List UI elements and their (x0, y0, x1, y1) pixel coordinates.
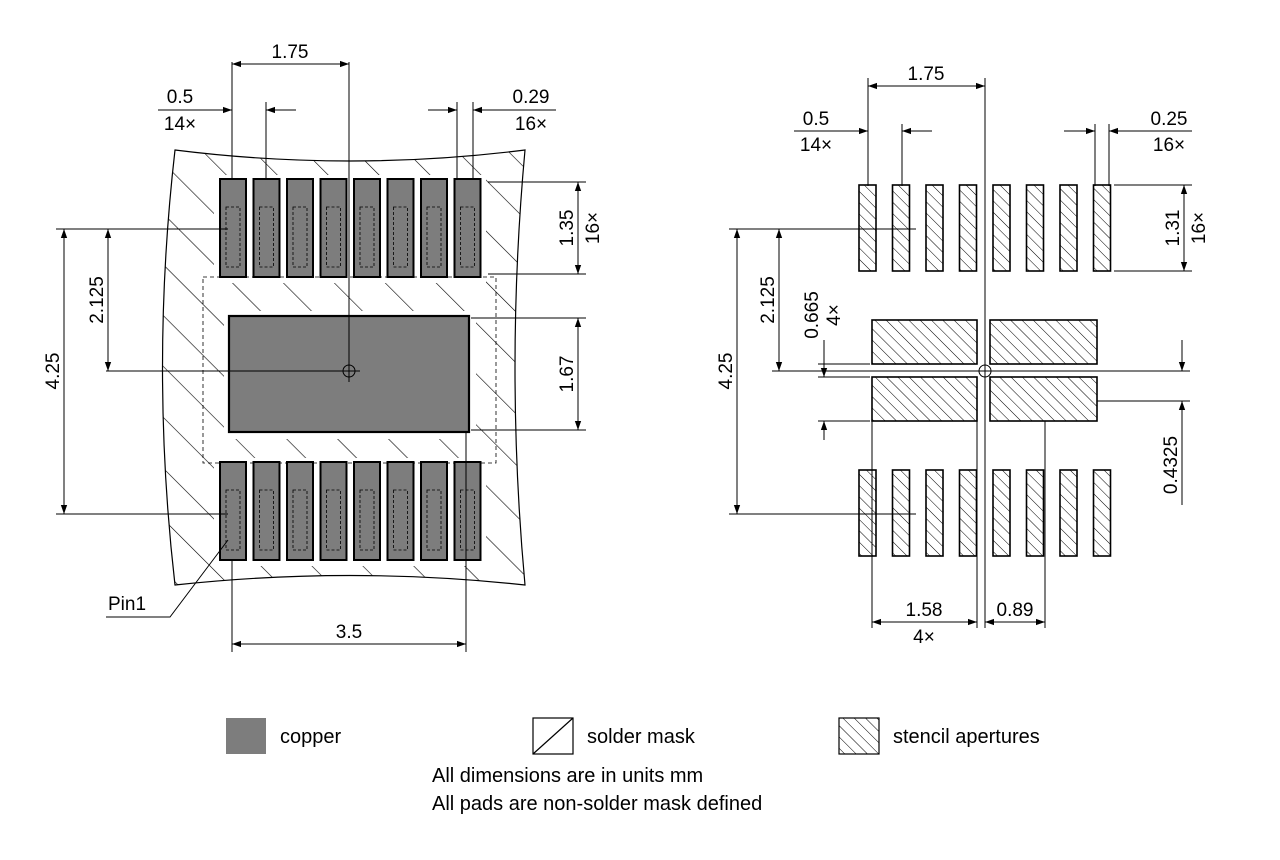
dim-offset-label: 0.89 (997, 600, 1034, 621)
note-units: All dimensions are in units mm (432, 765, 703, 787)
copper-pads-top (219, 178, 482, 278)
dim-pad-width-label: 0.5 (167, 87, 193, 108)
bottom-pad-inner-8 (460, 489, 475, 551)
dim-ep-height-label: 1.67 (557, 356, 578, 393)
top-aperture-7 (1059, 184, 1078, 272)
bottom-aperture-7 (1059, 469, 1078, 557)
bottom-aperture-8 (1092, 469, 1112, 557)
top-aperture-5 (992, 184, 1011, 272)
dim-pad-width-count: 14× (164, 114, 196, 135)
top-pad-7 (420, 178, 448, 278)
bottom-pad-inner-4 (326, 489, 341, 551)
stencil-apertures-top (858, 184, 1112, 272)
bottom-pad-3 (286, 461, 314, 561)
dim-ap-width2-label: 0.25 (1151, 109, 1188, 130)
bottom-pad-inner-5 (359, 489, 375, 551)
bottom-pad-2 (252, 461, 281, 561)
top-aperture-3 (925, 184, 944, 272)
dim-ep-ap-height-label: 0.665 (802, 291, 823, 339)
top-aperture-8 (1092, 184, 1112, 272)
ep-aperture-1 (871, 319, 978, 365)
center-crosshair (106, 62, 360, 382)
top-pad-inner-4 (326, 206, 341, 268)
bottom-aperture-4 (958, 469, 978, 557)
top-pad-inner-8 (460, 206, 475, 268)
top-pad-5 (353, 178, 381, 278)
dim-pad-length-label: 1.35 (557, 210, 578, 247)
bottom-pad-inner-3 (292, 489, 308, 551)
legend-copper-label: copper (280, 726, 341, 748)
dim-half-span-label-right: 2.125 (758, 276, 779, 324)
bottom-pad-7 (420, 461, 448, 561)
top-pad-inner-7 (426, 206, 442, 268)
dim-ap-length-count: 16× (1189, 212, 1210, 244)
copper-pads-bottom (219, 461, 482, 561)
top-aperture-1 (858, 184, 877, 272)
top-pad-6 (386, 178, 415, 278)
top-aperture-4 (958, 184, 978, 272)
bottom-aperture-5 (992, 469, 1011, 557)
dim-ap-width-label: 0.5 (803, 109, 829, 130)
legend-mask-label: solder mask (587, 726, 696, 748)
dim-half-span-label: 2.125 (87, 276, 108, 324)
pin1-label: Pin1 (108, 594, 146, 615)
bottom-pad-1 (219, 461, 247, 561)
top-pad-2 (252, 178, 281, 278)
dim-ap-width2-count: 16× (1153, 135, 1185, 156)
dim-ep-ap-height-count: 4× (824, 304, 845, 326)
legend-stencil-label: stencil apertures (893, 726, 1040, 748)
bottom-pad-5 (353, 461, 381, 561)
dim-mask-width-label: 0.29 (513, 87, 550, 108)
bottom-pad-4 (319, 461, 348, 561)
bottom-aperture-6 (1025, 469, 1045, 557)
bottom-aperture-2 (891, 469, 911, 557)
top-pad-inner-5 (359, 206, 375, 268)
center-crosshair-right (772, 78, 1190, 628)
dim-ap-width-count: 14× (800, 135, 832, 156)
top-pad-3 (286, 178, 314, 278)
note-nsmd: All pads are non-solder mask defined (432, 793, 762, 815)
top-aperture-6 (1025, 184, 1045, 272)
dim-span-label: 4.25 (43, 353, 64, 390)
bottom-pad-inner-6 (393, 489, 408, 551)
dim-mask-width-count: 16× (515, 114, 547, 135)
bottom-pad-6 (386, 461, 415, 561)
dim-pad-length-count: 16× (583, 212, 604, 244)
bottom-pad-inner-2 (259, 489, 274, 551)
top-pad-1 (219, 178, 247, 278)
dim-pitch-label-right: 1.75 (908, 64, 945, 85)
dim-ap-length-label: 1.31 (1163, 210, 1184, 247)
dim-span-label-right: 4.25 (716, 353, 737, 390)
legend-copper-swatch (226, 718, 266, 754)
top-pad-inner-1 (225, 206, 241, 268)
dim-pitch-label: 1.75 (272, 42, 309, 63)
ep-aperture-2 (989, 319, 1098, 365)
legend: copper solder mask stencil apertures All… (226, 717, 1040, 815)
top-aperture-2 (891, 184, 911, 272)
top-pad-inner-2 (259, 206, 274, 268)
bottom-pad-inner-7 (426, 489, 442, 551)
legend-stencil-swatch (838, 717, 880, 755)
top-pad-8 (453, 178, 482, 278)
top-pad-4 (319, 178, 348, 278)
ep-aperture-4 (989, 376, 1098, 422)
dim-ep-ap-width-label: 1.58 (906, 600, 943, 621)
dim-ep-width-label: 3.5 (336, 622, 362, 643)
bottom-pad-inner-1 (225, 489, 241, 551)
ep-aperture-3 (871, 376, 978, 422)
bottom-pad-8 (453, 461, 482, 561)
top-pad-inner-3 (292, 206, 308, 268)
bottom-aperture-1 (858, 469, 877, 557)
package-outline (202, 276, 497, 464)
right-stencil-view: 1.75 0.5 14× 0.25 16× 1.31 16× 2.125 4.2… (716, 64, 1210, 648)
bottom-aperture-3 (925, 469, 944, 557)
left-footprint-view: 1.75 0.5 14× 0.29 16× 1.35 16× 2.125 4.2… (43, 42, 604, 652)
top-pad-inner-6 (393, 206, 408, 268)
dim-gap-label: 0.4325 (1161, 436, 1182, 494)
dim-ep-ap-width-count: 4× (913, 627, 935, 648)
